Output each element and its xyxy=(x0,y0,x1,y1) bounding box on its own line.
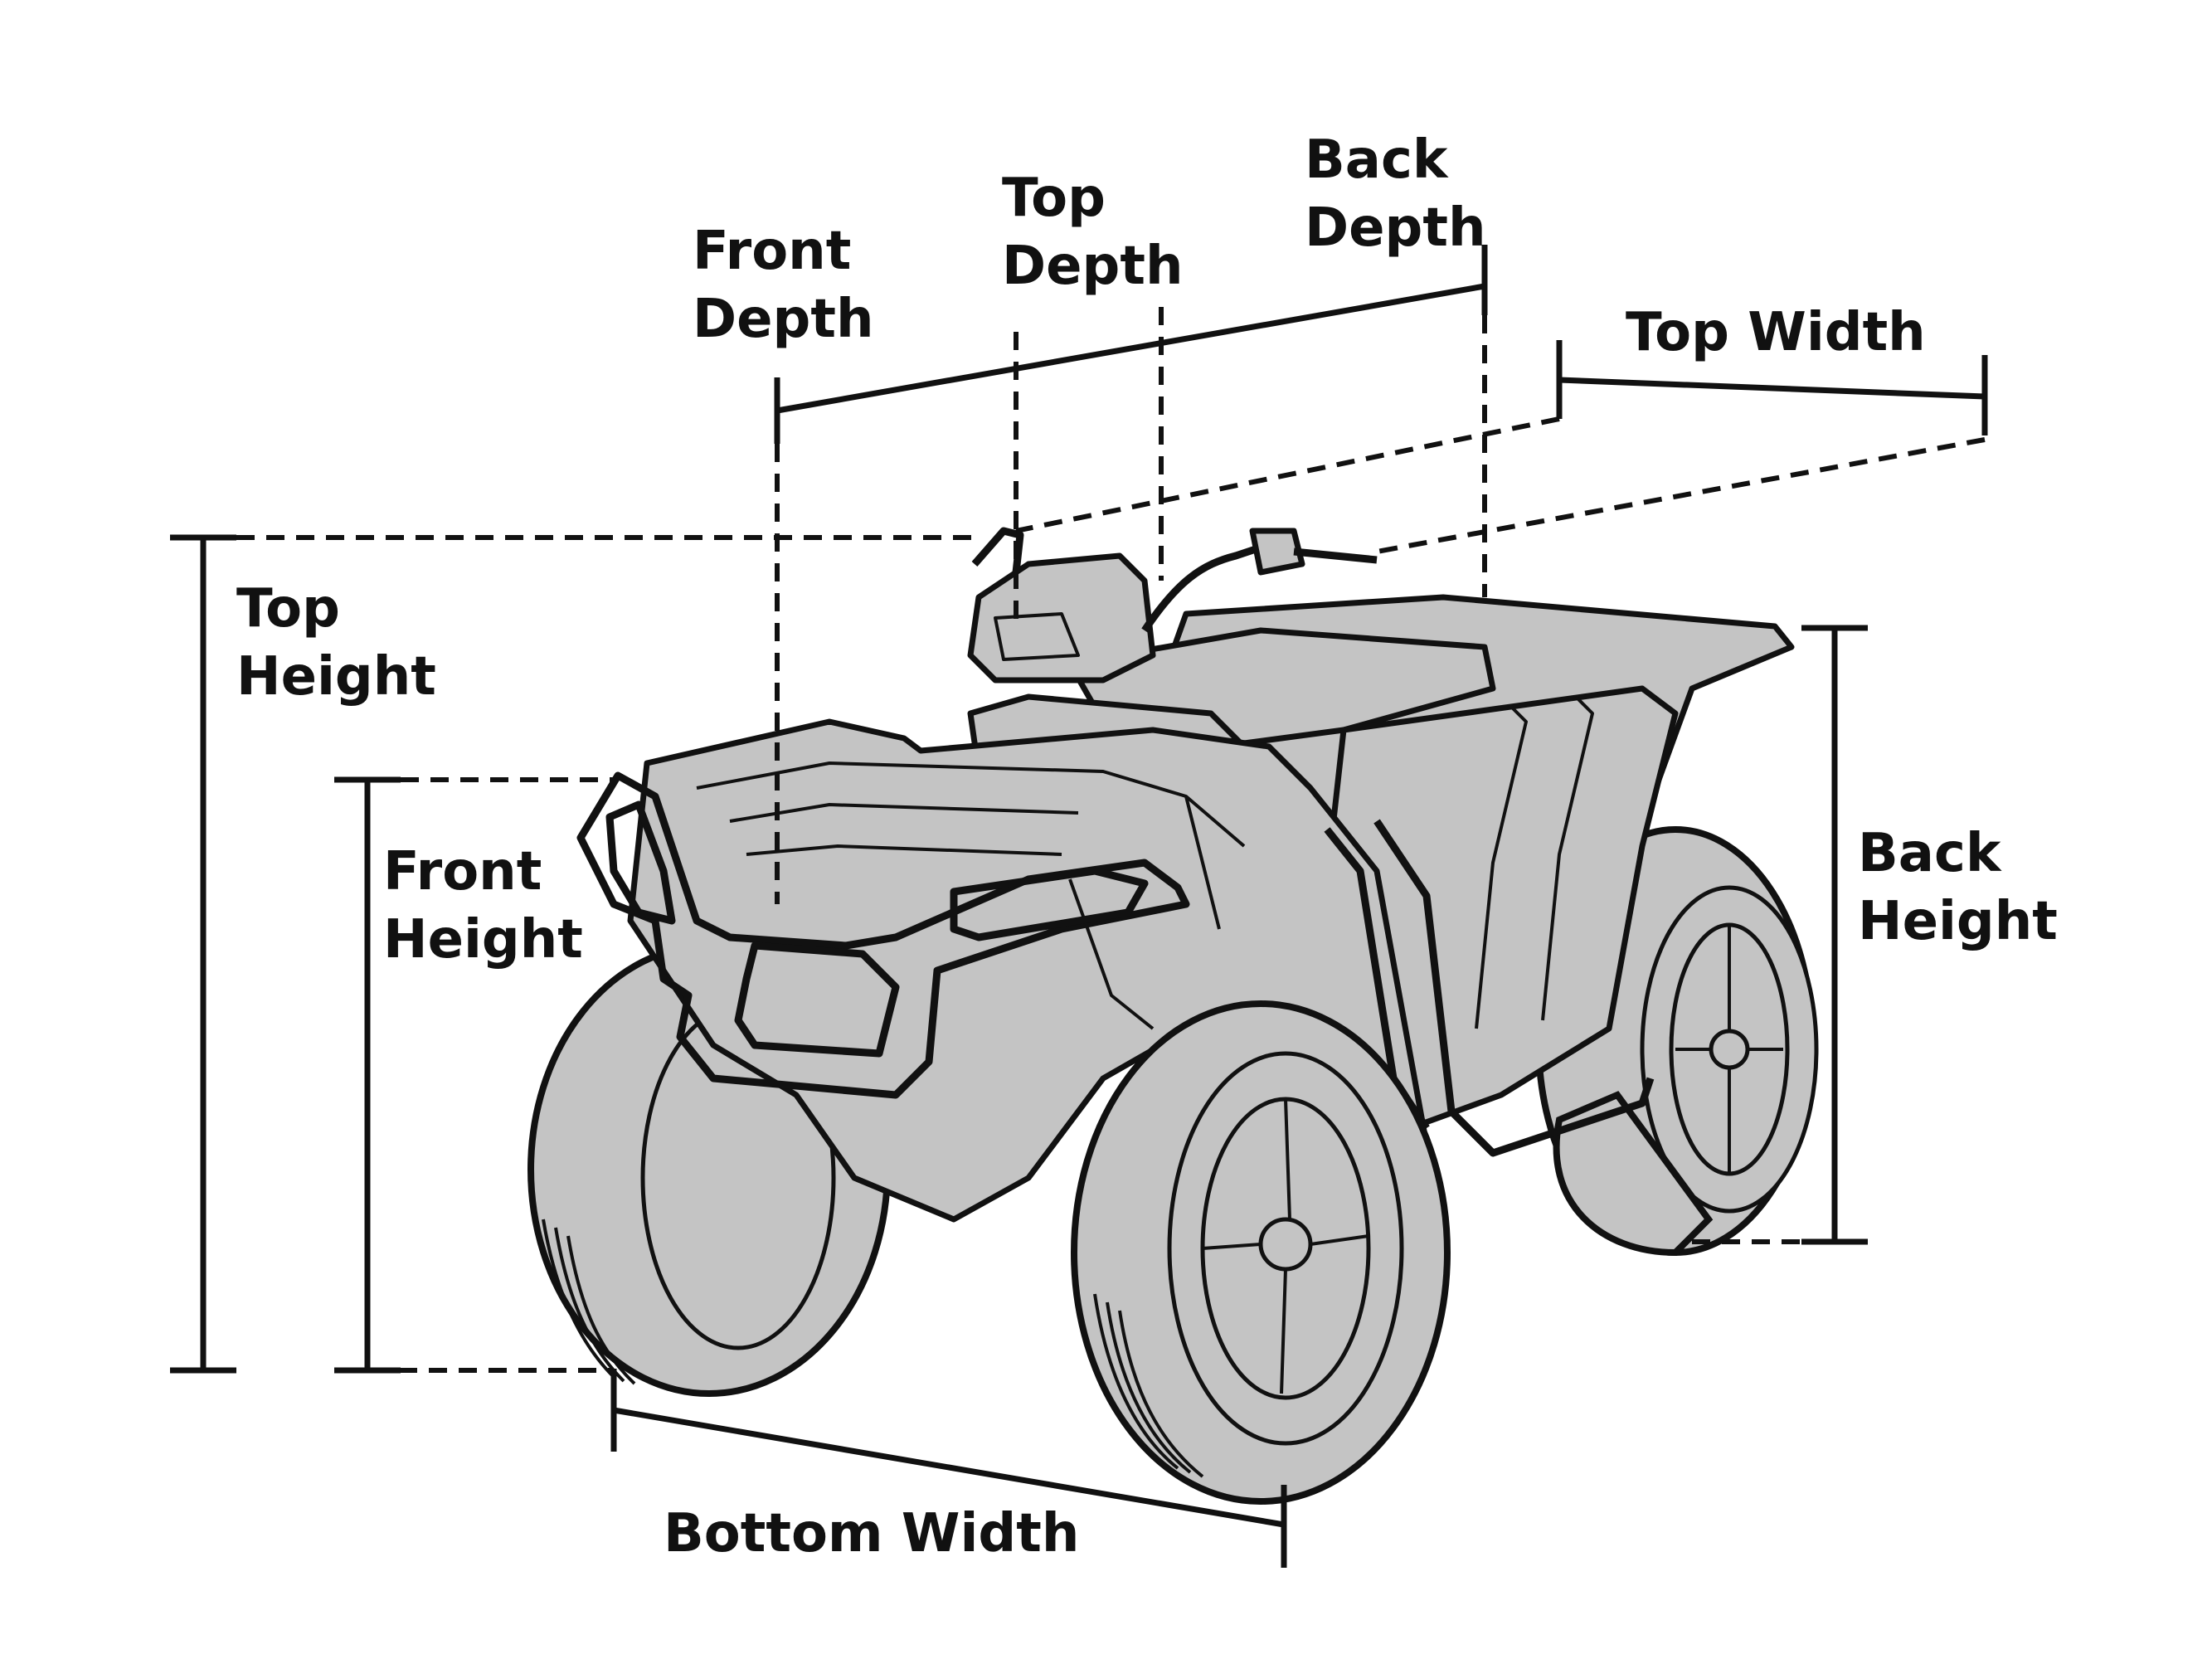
back-height-label: Back Height xyxy=(1858,820,2058,956)
bottom-width-label: Bottom Width xyxy=(664,1500,1079,1568)
atv-icon xyxy=(527,527,1819,1505)
front-height-label-line-2: Height xyxy=(383,909,583,971)
bottom-width-label-text: Bottom Width xyxy=(664,1503,1080,1564)
front-depth-label-line-1: Front xyxy=(693,221,852,282)
front-height-bracket xyxy=(334,776,618,1374)
back-depth-label-line-1: Back xyxy=(1305,129,1448,191)
front-height-label-line-1: Front xyxy=(383,841,542,902)
back-height-bracket xyxy=(1692,625,1868,1245)
depth-bracket xyxy=(774,245,1488,904)
top-height-label-line-2: Height xyxy=(236,646,436,708)
back-height-label-line-1: Back xyxy=(1858,823,2001,884)
top-width-label: Top Width xyxy=(1626,299,1926,367)
top-width-bracket xyxy=(1015,340,1988,554)
back-depth-label-line-2: Depth xyxy=(1305,197,1486,259)
rear-left-wheel xyxy=(1553,1091,1714,1257)
back-depth-label: Back Depth xyxy=(1305,126,1486,262)
top-depth-label-line-2: Depth xyxy=(1002,236,1184,297)
top-depth-label: Top Depth xyxy=(1002,164,1184,300)
front-depth-label: Front Depth xyxy=(693,217,874,353)
front-depth-label-line-2: Depth xyxy=(693,289,874,350)
bottom-width-bracket xyxy=(610,1369,1287,1568)
back-height-label-line-2: Height xyxy=(1858,891,2058,952)
top-height-label-line-1: Top xyxy=(236,578,340,640)
top-width-label-text: Top Width xyxy=(1626,302,1926,363)
front-height-label: Front Height xyxy=(383,838,583,974)
top-depth-label-line-1: Top xyxy=(1002,168,1106,229)
dimension-lines xyxy=(170,245,1988,1568)
top-height-bracket xyxy=(170,534,979,1374)
top-height-label: Top Height xyxy=(236,575,436,711)
front-right-wheel xyxy=(1071,1000,1451,1505)
